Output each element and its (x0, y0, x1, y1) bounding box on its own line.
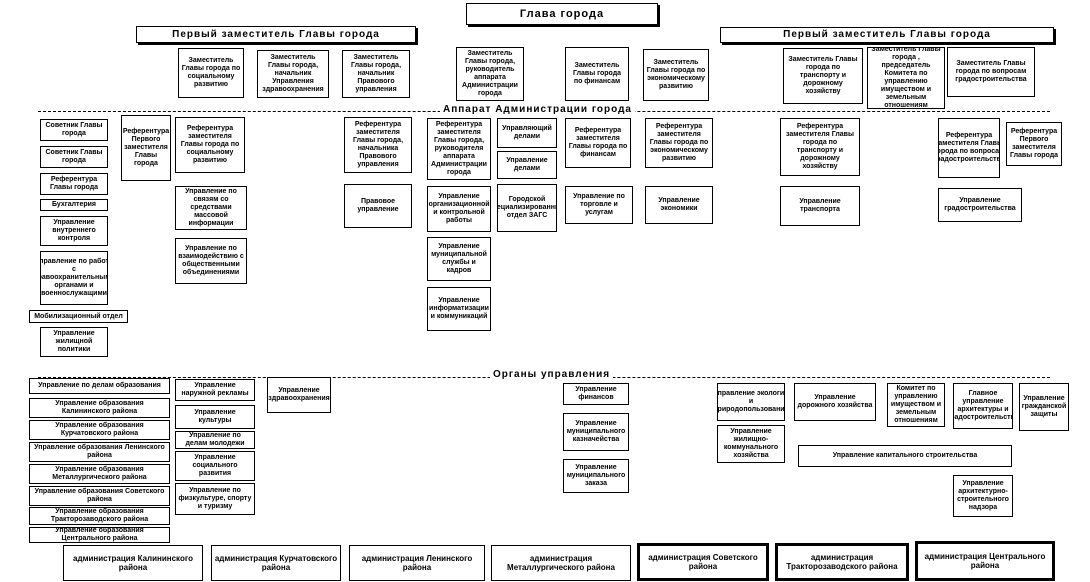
ref-first-deputy-right-box: Референтура Первого заместителя Главы го… (1006, 122, 1062, 166)
roads-box: Управление дорожного хозяйства (794, 383, 876, 421)
district-leninsky: администрация Ленинского района (349, 545, 485, 581)
apparatus-label: Аппарат Администрации города (440, 104, 635, 115)
ref-transport-box: Референтура заместителя Главы города по … (780, 118, 860, 176)
advisor-2-box: Советник Главы города (40, 146, 108, 168)
ref-urban-box: Референтура заместителя Главы города по … (938, 118, 1000, 178)
trade-services-box: Управление по торговле и услугам (565, 186, 633, 224)
zags-box: Городской специализированный отдел ЗАГС (497, 184, 557, 232)
informatization-box: Управление информатизации и коммуникаций (427, 287, 491, 331)
sport-box: Управление по физкультуре, спорту и тури… (175, 483, 255, 515)
ref-legal-box: Референтура заместителя Главы города, на… (344, 117, 412, 173)
civil-defense-box: Управление гражданской защиты (1019, 383, 1069, 431)
district-kalininsky: администрация Калининского района (63, 545, 203, 581)
edu-leninsky-box: Управление образования Ленинского района (29, 442, 170, 462)
deputy-apparatus-box: Заместитель Главы города, руководитель а… (456, 47, 524, 101)
public-associations-box: Управление по взаимодействию с обществен… (175, 238, 247, 284)
district-traktorozavodsky: администрация Тракторозаводского района (775, 543, 909, 581)
health-dept-box: Управление здравоохранения (267, 377, 331, 413)
advisor-1-box: Советник Главы города (40, 119, 108, 141)
housing-policy-box: Управление жилищной политики (40, 327, 108, 357)
deputy-social-box: Заместитель Главы города по социальному … (178, 48, 244, 98)
transport-dept-box: Управление транспорта (780, 186, 860, 226)
district-central: администрация Центрального района (915, 541, 1055, 581)
outdoor-ads-box: Управление наружной рекламы (175, 379, 255, 401)
first-deputy-right-box: Первый заместитель Главы города (720, 27, 1054, 43)
first-deputy-left-box: Первый заместитель Главы города (136, 26, 416, 43)
culture-box: Управление культуры (175, 405, 255, 429)
economy-dept-box: Управление экономики (645, 186, 713, 224)
ref-apparatus-box: Референтура заместителя Главы города, ру… (427, 118, 491, 180)
architecture-box: Главное управление архитектуры и градост… (953, 383, 1013, 429)
ref-finance-box: Референтура заместителя Главы города по … (565, 118, 631, 168)
edu-sovetsky-box: Управление образования Советского района (29, 486, 170, 506)
deputy-health-box: Заместитель Главы города, начальник Упра… (257, 50, 329, 98)
social-dev-box: Управление социального развития (175, 451, 255, 481)
affairs-manager-box: Управляющий делами (497, 118, 557, 148)
edu-traktorozavodsky-box: Управление образования Тракторозаводског… (29, 507, 170, 525)
media-relations-box: Управление по связям со средствами массо… (175, 186, 247, 230)
urban-dept-box: Управление градостроительства (938, 188, 1022, 222)
district-sovetsky: администрация Советского района (637, 543, 769, 581)
legal-dept-box: Правовое управление (344, 184, 412, 228)
deputy-urban-box: Заместитель Главы города по вопросам гра… (947, 47, 1035, 97)
supervision-box: Управление архитектурно-строительного на… (953, 475, 1013, 517)
organs-label: Органы управления (490, 369, 614, 380)
deputy-finance-box: Заместитель Главы города по финансам (565, 47, 629, 101)
ref-social-box: Референтура заместителя Главы города по … (175, 117, 245, 173)
treasury-box: Управление муниципального казначейства (563, 413, 629, 451)
district-kurchatovsky: администрация Курчатовского района (211, 545, 341, 581)
deputy-transport-box: Заместитель Главы города по транспорту и… (783, 48, 863, 104)
municipal-service-box: Управление муниципальной службы и кадров (427, 237, 491, 281)
property-committee-box: Комитет по управлению имуществом и земел… (887, 383, 945, 427)
ref-economy-box: Референтура заместителя Главы города по … (645, 118, 713, 168)
law-enforcement-box: Управление по работе с правоохранительны… (40, 251, 108, 305)
head-of-city-box: Глава города (466, 3, 658, 25)
org-control-box: Управление организационной и контрольной… (427, 186, 491, 232)
capital-construction-box: Управление капитального строительства (798, 445, 1012, 467)
edu-metallurgical-box: Управление образования Металлургического… (29, 464, 170, 484)
deputy-legal-box: Заместитель Главы города, начальник Прав… (342, 50, 410, 98)
deputy-property-box: Заместитель Главы города , председатель … (867, 47, 945, 109)
edu-kalininsky-box: Управление образования Калининского райо… (29, 398, 170, 418)
edu-central-box: Управление образования Центрального райо… (29, 527, 170, 543)
ecology-box: Управление экологии и природопользования (717, 383, 785, 421)
district-metallurgical: администрация Металлургического района (491, 545, 631, 581)
finance-dept-box: Управление финансов (563, 383, 629, 405)
youth-box: Управление по делам молодежи (175, 431, 255, 449)
edu-affairs-box: Управление по делам образования (29, 378, 170, 394)
deputy-economy-box: Заместитель Главы города по экономическо… (643, 49, 709, 101)
municipal-order-box: Управление муниципального заказа (563, 459, 629, 493)
mobilization-box: Мобилизационный отдел (29, 310, 128, 323)
accounting-box: Бухгалтерия (40, 199, 108, 211)
edu-kurchatovsky-box: Управление образования Курчатовского рай… (29, 420, 170, 440)
housing-utilities-box: Управление жилищно-коммунального хозяйст… (717, 425, 785, 463)
ref-first-deputy-box: Референтура Первого заместителя Главы го… (121, 115, 171, 181)
affairs-dept-box: Управление делами (497, 151, 557, 179)
internal-control-box: Управление внутреннего контроля (40, 216, 108, 246)
head-referentura-box: Референтура Главы города (40, 173, 108, 195)
